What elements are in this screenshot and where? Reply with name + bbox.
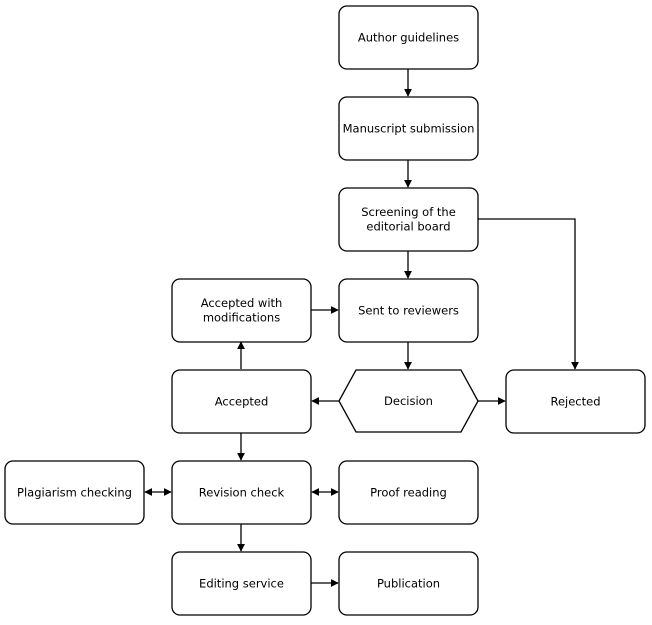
node-plagiarism-checking: Plagiarism checking [4, 460, 145, 525]
node-sent-to-reviewers-label: Sent to reviewers [358, 304, 459, 318]
node-manuscript-submission-box [338, 96, 479, 161]
node-proof-reading: Proof reading [338, 460, 479, 525]
node-editing-service-box [171, 551, 312, 616]
node-decision: Decision [338, 369, 479, 433]
node-publication-box [338, 551, 479, 616]
node-revision-check-box [171, 460, 312, 525]
node-proof-reading-label: Proof reading [370, 486, 447, 500]
node-decision-hexagon [338, 369, 479, 433]
node-proof-reading-box [338, 460, 479, 525]
node-author-guidelines-box [338, 5, 479, 70]
node-accepted-with-modifications: Accepted with modifications [171, 278, 312, 343]
node-editing-service-label: Editing service [199, 577, 284, 591]
node-sent-to-reviewers: Sent to reviewers [338, 278, 479, 343]
node-rejected: Rejected [505, 369, 646, 434]
node-decision-label: Decision [384, 394, 433, 408]
edges [144, 69, 579, 587]
node-publication-label: Publication [377, 577, 440, 591]
node-rejected-label: Rejected [550, 395, 600, 409]
node-revision-check-label: Revision check [199, 486, 285, 500]
node-plagiarism-checking-box [4, 460, 145, 525]
node-rejected-box [505, 369, 646, 434]
node-accepted: Accepted [171, 369, 312, 434]
node-accepted-with-modifications-label-line1: Accepted with [201, 296, 283, 310]
node-accepted-label: Accepted [215, 395, 269, 409]
node-screening: Screening of the editorial board [338, 187, 479, 252]
node-plagiarism-checking-label: Plagiarism checking [17, 486, 132, 500]
node-revision-check: Revision check [171, 460, 312, 525]
node-accepted-with-modifications-box [171, 278, 312, 343]
node-accepted-box [171, 369, 312, 434]
node-sent-to-reviewers-box [338, 278, 479, 343]
node-manuscript-submission-label: Manuscript submission [343, 122, 475, 136]
node-screening-box [338, 187, 479, 252]
node-accepted-with-modifications-label-line2: modifications [203, 311, 280, 325]
node-screening-label-line2: editorial board [366, 220, 450, 234]
node-author-guidelines-label: Author guidelines [358, 31, 459, 45]
edge-screening-to-rejected [478, 218, 579, 370]
node-screening-label-line1: Screening of the [361, 205, 456, 219]
node-editing-service: Editing service [171, 551, 312, 616]
node-publication: Publication [338, 551, 479, 616]
node-author-guidelines: Author guidelines [338, 5, 479, 70]
node-manuscript-submission: Manuscript submission [338, 96, 479, 161]
